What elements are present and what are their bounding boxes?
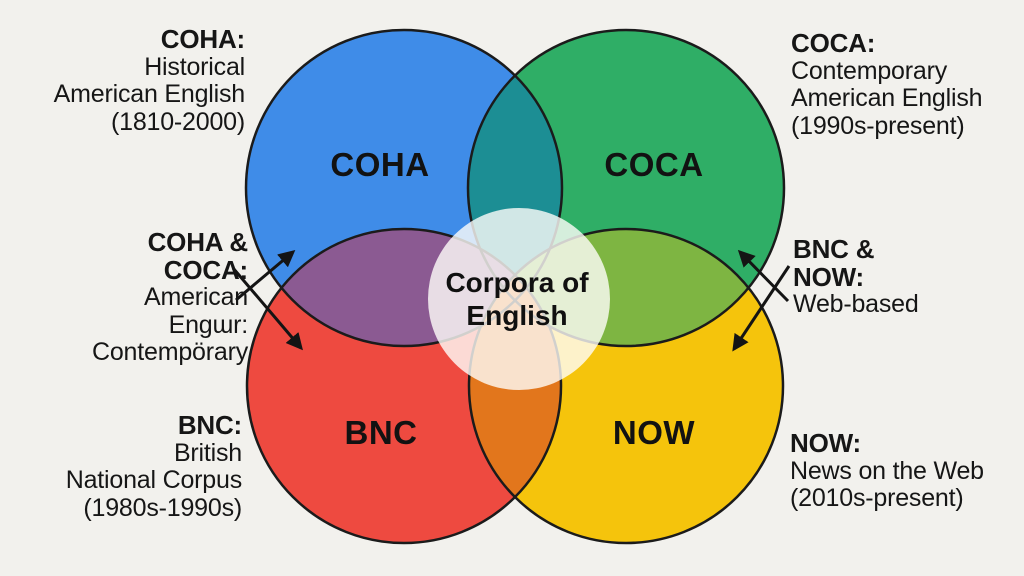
coca-annotation-line3: (1990s-present) [791, 111, 965, 140]
arrow-into-coca-circle [737, 249, 790, 303]
coha-annotation-line3: (1810-2000) [110, 107, 245, 136]
coca-annotation-line2: American English [791, 84, 983, 112]
coha-annotation: COHA: Historical American English (1810-… [53, 24, 246, 136]
now-circle-label: NOW [612, 414, 696, 451]
bnc-now-annotation: BNC & NOW: Web-based [793, 234, 919, 319]
coha-circle-outline [244, 28, 564, 348]
center-overlap-circle [428, 208, 610, 390]
now-circle-outline [467, 227, 785, 545]
now-annotation-line2: (2010s-present) [790, 484, 964, 512]
coca-circle-label: COCA [604, 146, 704, 183]
coha-coca-annotation-heading1: COHA & [147, 227, 249, 257]
bnc-circle-label: BNC [344, 414, 418, 451]
now-annotation-line1: News on the Web [790, 456, 984, 485]
arrow-into-bnc-circle [231, 267, 303, 351]
coca-annotation-heading: COCA: [791, 28, 876, 58]
now-annotation-heading: NOW: [790, 428, 861, 458]
coha-annotation-heading: COHA: [160, 24, 245, 54]
coca-annotation: COCA: Contemporary American English (199… [791, 28, 983, 140]
coha-coca-annotation-heading2: COCA: [163, 254, 248, 285]
coca-circle-outline [466, 28, 786, 348]
center-title-line1: Corpora of [445, 267, 589, 298]
coha-coca-annotation-line2: Engɯr: [168, 310, 249, 339]
arrow-into-now-circle [732, 265, 791, 352]
coha-coca-annotation-line1: American [144, 283, 248, 311]
center-title: Corpora of English [445, 266, 588, 332]
bnc-circle-outline [245, 227, 563, 545]
bnc-annotation-line3: (1980s-1990s) [83, 493, 242, 522]
coca-annotation-line1: Contemporary [791, 56, 947, 85]
bnc-annotation-heading: BNC: [177, 410, 242, 440]
bnc-annotation: BNC: British National Corpus (1980s-1990… [65, 410, 242, 522]
coha-circle-label: COHA [330, 146, 430, 183]
coha-annotation-line2: American English [53, 80, 246, 108]
now-annotation: NOW: News on the Web (2010s-present) [790, 428, 984, 513]
coha-annotation-line1: Historical [144, 52, 245, 81]
bnc-now-annotation-heading1: BNC & [793, 234, 875, 264]
coha-coca-annotation-line3: Contempörary [92, 338, 248, 366]
bnc-annotation-line2: National Corpus [65, 466, 242, 494]
bnc-annotation-line1: British [173, 438, 242, 467]
arrow-into-coha-circle [235, 250, 296, 302]
coha-coca-annotation: COHA & COCA: American Engɯr: Contempörar… [92, 227, 249, 367]
bnc-now-annotation-heading2: NOW: [793, 261, 864, 292]
bnc-now-annotation-line1: Web-based [793, 290, 919, 318]
center-title-line2: English [466, 300, 568, 331]
